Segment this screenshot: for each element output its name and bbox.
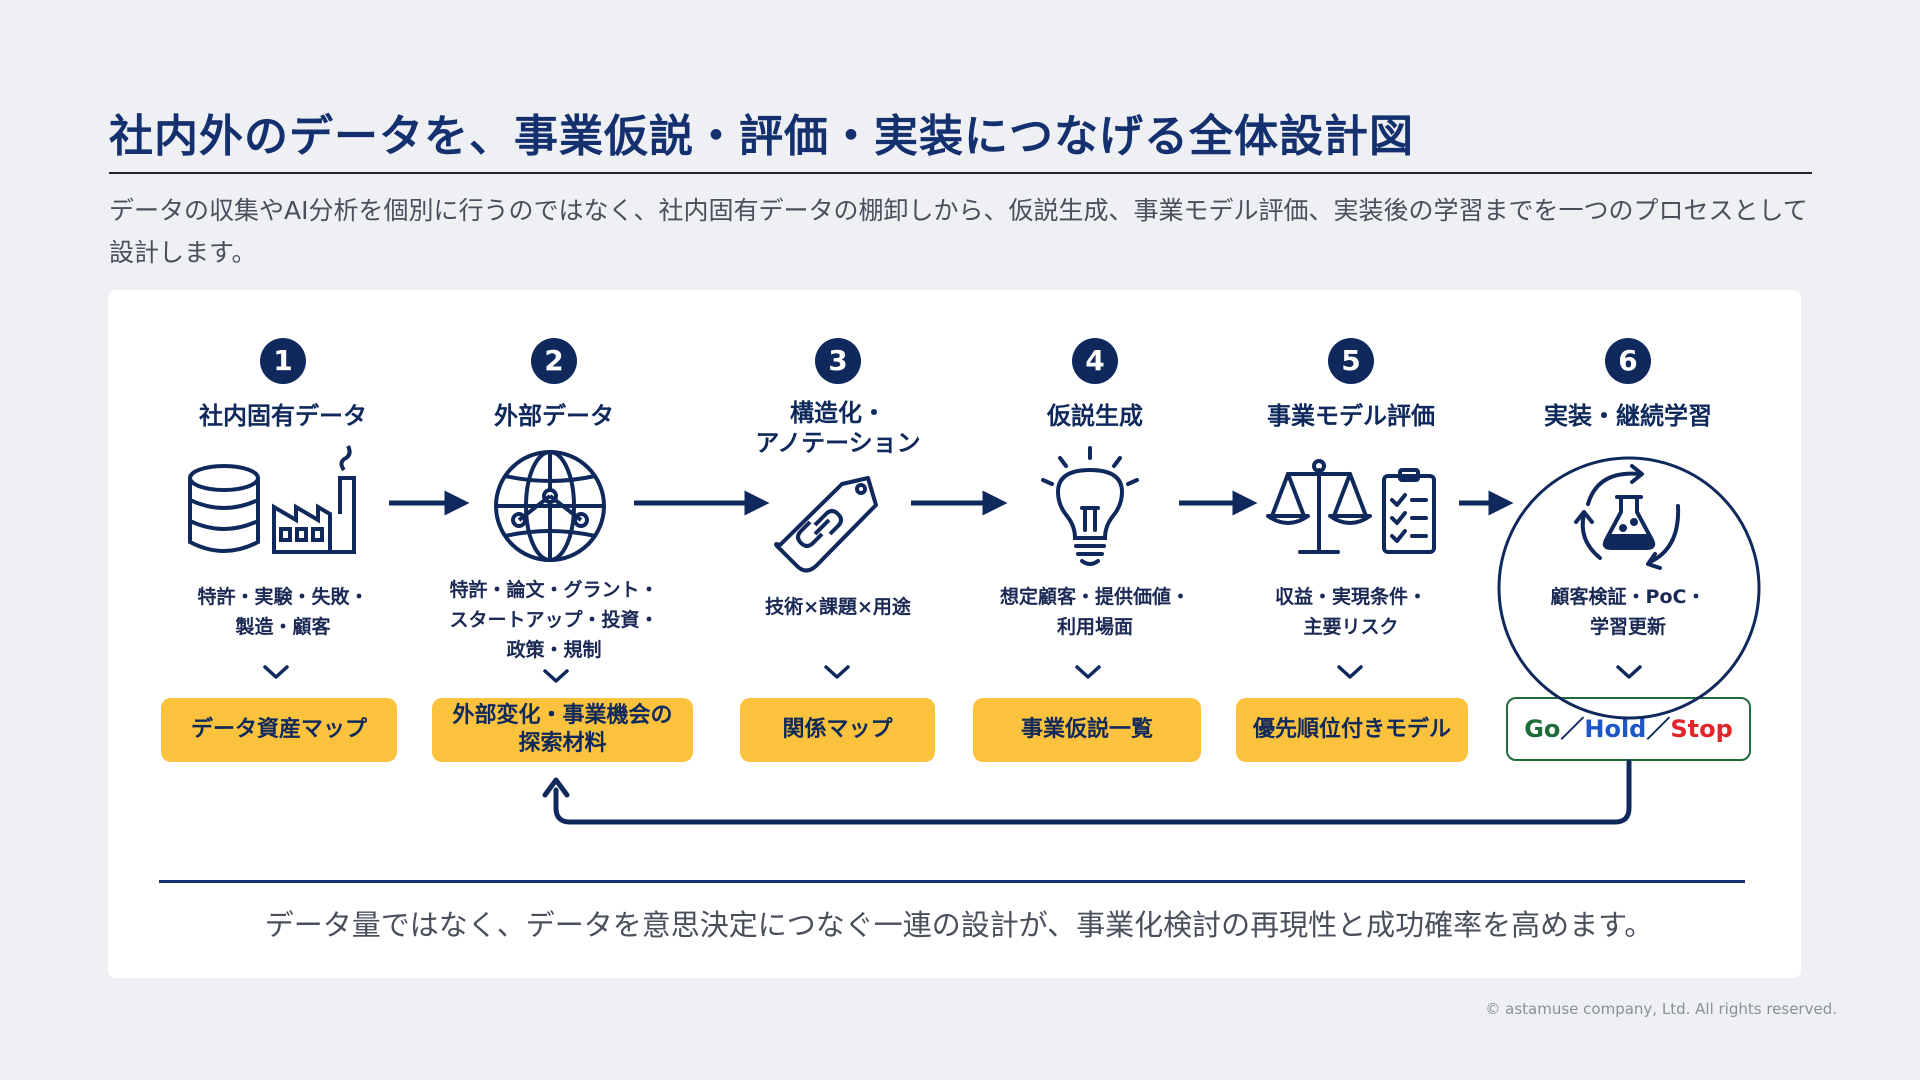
step-6-title: 実装・継続学習 (1544, 402, 1712, 430)
output-hypothesis-list: 事業仮説一覧 (973, 698, 1201, 762)
chevron-down-icon (1075, 665, 1101, 679)
step-1-title: 社内固有データ (199, 402, 367, 430)
step-1-number: 1 (260, 338, 306, 384)
output-2-line2: 探索材料 (518, 731, 607, 756)
page-title: 社内外のデータを、事業仮説・評価・実装につなげる全体設計図 (109, 111, 1414, 162)
diagram-panel (108, 290, 1801, 978)
go-label: Go (1524, 715, 1561, 743)
globe-network-icon (494, 450, 606, 562)
step-2-title: 外部データ (494, 402, 614, 430)
scale-checklist-icon (1266, 459, 1436, 554)
step-6-desc: 顧客検証・PoC・ 学習更新 (1503, 582, 1753, 642)
hold-label: Hold (1584, 715, 1647, 743)
step-2-desc: 特許・論文・グラント・ スタートアップ・投資・ 政策・規制 (429, 575, 679, 665)
chevron-down-icon (1616, 665, 1642, 679)
output-external-exploration: 外部変化・事業機会の 探索材料 (432, 698, 693, 762)
step-4-desc-line2: 利用場面 (1056, 616, 1133, 638)
step-1-desc-line2: 製造・顧客 (235, 616, 331, 638)
step-6-number: 6 (1605, 338, 1651, 384)
flask-cycle-icon (1574, 464, 1681, 570)
stop-label: Stop (1670, 715, 1733, 743)
output-2-line1: 外部変化・事業機会の (452, 703, 673, 728)
step-6-desc-line1: 顧客検証・PoC・ (1550, 586, 1706, 608)
step-2-desc-line1: 特許・論文・グラント・ (449, 579, 659, 601)
output-decision-badge: Go ／ Hold ／ Stop (1506, 697, 1751, 761)
title-divider (109, 172, 1812, 174)
step-5-desc-line2: 主要リスク (1303, 616, 1399, 638)
chevron-down-icon (263, 665, 289, 679)
step-6-desc-line2: 学習更新 (1589, 616, 1666, 638)
step-3-title: 構造化・ アノテーション (713, 398, 963, 458)
step-5-number: 5 (1328, 338, 1374, 384)
link-tag-icon (774, 476, 878, 573)
step-4-desc-line1: 想定顧客・提供価値・ (999, 586, 1190, 608)
step-6-circle (1497, 456, 1761, 720)
database-factory-icon (188, 445, 356, 554)
bottom-divider (159, 880, 1745, 883)
separator-1: ／ (1560, 715, 1585, 743)
step-5-title: 事業モデル評価 (1267, 402, 1435, 430)
separator-2: ／ (1646, 715, 1671, 743)
output-relation-map: 関係マップ (740, 698, 935, 762)
feedback-loop-arrow (542, 759, 1632, 825)
chevron-down-icon (543, 669, 569, 683)
step-3-desc-line1: 技術×課題×用途 (765, 596, 911, 618)
step-3-title-line2: アノテーション (755, 429, 921, 457)
step-3-number: 3 (815, 338, 861, 384)
output-data-asset-map: データ資産マップ (161, 698, 397, 762)
step-1-desc: 特許・実験・失敗・ 製造・顧客 (158, 582, 408, 642)
step-2-number: 2 (531, 338, 577, 384)
step-1-desc-line1: 特許・実験・失敗・ (197, 586, 369, 608)
step-4-desc: 想定顧客・提供価値・ 利用場面 (970, 582, 1220, 642)
lead-text: データの収集やAI分析を個別に行うのではなく、社内固有データの棚卸しから、仮説生… (109, 196, 1808, 267)
step-3-title-line1: 構造化・ (790, 399, 886, 427)
step-2-desc-line3: 政策・規制 (506, 639, 602, 661)
lightbulb-icon (1041, 446, 1139, 566)
step-4-title: 仮説生成 (1047, 402, 1143, 430)
step-5-desc-line1: 収益・実現条件・ (1274, 586, 1427, 608)
output-prioritized-model: 優先順位付きモデル (1236, 698, 1468, 762)
chevron-down-icon (824, 665, 850, 679)
step-2-desc-line2: スタートアップ・投資・ (449, 609, 659, 631)
closing-statement: データ量ではなく、データを意思決定につなぐ一連の設計が、事業化検討の再現性と成功… (264, 908, 1654, 942)
step-3-desc: 技術×課題×用途 (713, 592, 963, 622)
chevron-down-icon (1337, 665, 1363, 679)
step-4-number: 4 (1072, 338, 1118, 384)
copyright: © astamuse company, Ltd. All rights rese… (1485, 1000, 1837, 1018)
step-5-desc: 収益・実現条件・ 主要リスク (1226, 582, 1476, 642)
